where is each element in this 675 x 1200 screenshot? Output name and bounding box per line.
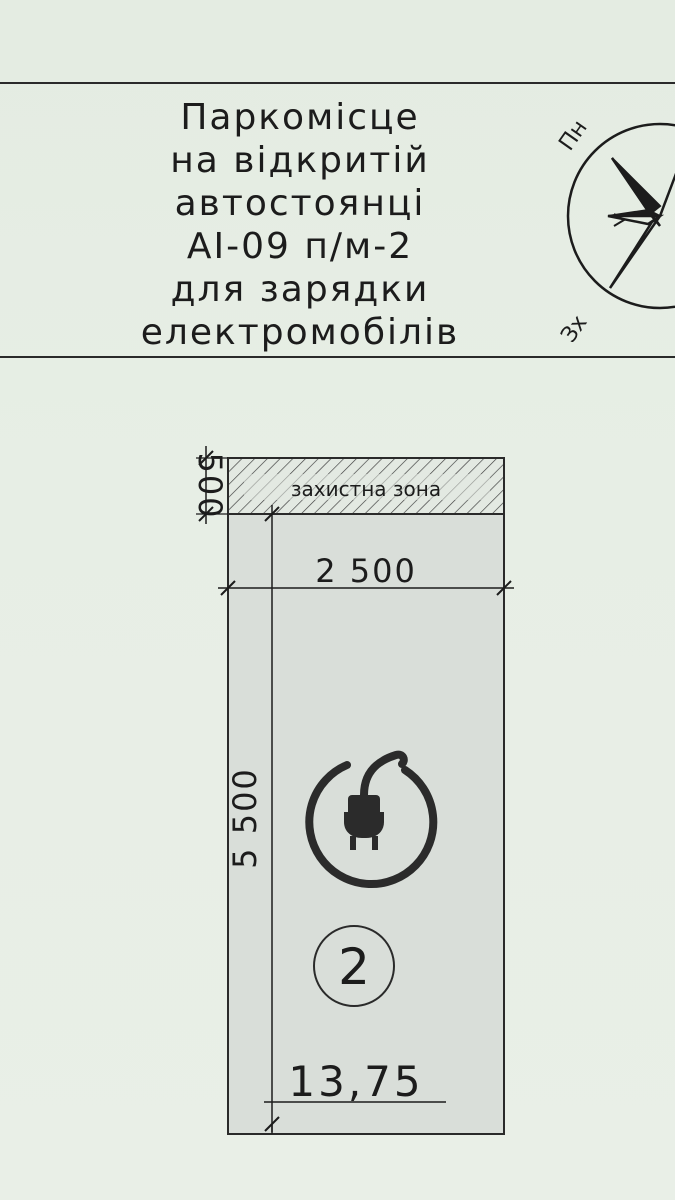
width-value: 2 500 [315, 552, 417, 590]
drawing-title: Паркомісце на відкритій автостоянці АІ-0… [80, 84, 520, 354]
protective-zone [227, 457, 505, 515]
compass-rose: Пн Зх [548, 102, 675, 342]
compass-south-point [608, 215, 662, 289]
title-line-2: на відкритій [170, 140, 430, 181]
spot-number-circle [313, 925, 395, 1007]
spot-number: 2 [338, 938, 370, 996]
compass-west-point-outline [607, 214, 665, 226]
title-line-4: АІ-09 п/м-2 [186, 226, 414, 267]
title-line-6: електромобілів [140, 312, 460, 353]
title-line-5: для зарядки [170, 269, 430, 310]
zone-depth-value: 500 [191, 452, 229, 519]
compass-north-label: Пн [554, 116, 592, 156]
title-block: Паркомісце на відкритій автостоянці АІ-0… [0, 82, 675, 358]
protective-zone-label: захистна зона [291, 477, 441, 501]
area-value: 13,75 [288, 1057, 423, 1106]
title-line-1: Паркомісце [180, 97, 420, 138]
title-line-3: автостоянці [174, 183, 426, 224]
length-value: 5 500 [226, 767, 264, 869]
compass-west-label: Зх [556, 311, 592, 342]
compass-north-point-fill [611, 157, 662, 216]
ev-plug-icon [305, 750, 438, 889]
protective-zone-label-bg [244, 474, 490, 500]
compass-circle [566, 122, 675, 310]
parking-spot [227, 513, 505, 1135]
